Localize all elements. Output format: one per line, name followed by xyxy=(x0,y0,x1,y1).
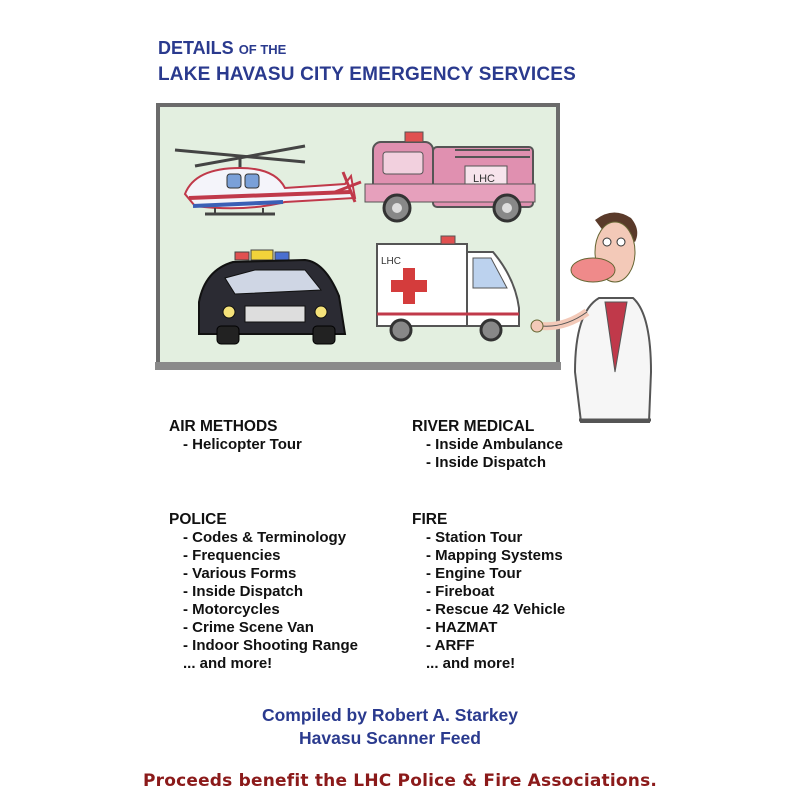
illustration: LHC LHC xyxy=(155,102,653,423)
list-item: - Inside Ambulance xyxy=(426,436,563,453)
whiteboard-ledge xyxy=(155,362,561,370)
list-item: - Rescue 42 Vehicle xyxy=(426,601,566,618)
river-medical-heading: RIVER MEDICAL xyxy=(412,418,535,435)
ambulance-icon: LHC xyxy=(376,235,520,342)
police-heading: POLICE xyxy=(169,511,227,528)
list-item: - Inside Dispatch xyxy=(426,454,547,471)
police-section: POLICE - Codes & Terminology - Frequenci… xyxy=(169,511,358,673)
whiteboard-illustration: LHC LHC xyxy=(155,103,653,423)
list-item: - ARFF xyxy=(426,637,475,654)
footer-note: Proceeds benefit the LHC Police & Fire A… xyxy=(142,771,658,791)
list-item: - Indoor Shooting Range xyxy=(183,637,358,654)
list-item: - Various Forms xyxy=(183,565,297,582)
air-methods-heading: AIR METHODS xyxy=(169,418,278,435)
air-methods-section: AIR METHODS - Helicopter Tour xyxy=(169,418,302,454)
fire-heading: FIRE xyxy=(412,511,448,528)
list-item: - Station Tour xyxy=(426,529,523,546)
compiled-by: Compiled by Robert A. Starkey xyxy=(261,705,519,725)
list-item: - Helicopter Tour xyxy=(183,436,302,453)
list-item: - Crime Scene Van xyxy=(183,619,314,636)
fire-section: FIRE - Station Tour - Mapping Systems - … xyxy=(412,511,565,673)
police-more: ... and more! xyxy=(183,655,273,672)
title-of-the: OF THE xyxy=(238,42,287,57)
page-title: DETAILS OF THE LAKE HAVASU CITY EMERGENC… xyxy=(158,36,576,87)
scanner-feed: Havasu Scanner Feed xyxy=(299,728,481,748)
list-item: - HAZMAT xyxy=(426,619,498,636)
river-medical-section: RIVER MEDICAL - Inside Ambulance - Insid… xyxy=(412,418,563,472)
list-item: - Inside Dispatch xyxy=(183,583,304,600)
presenter-character xyxy=(530,212,653,423)
credits: Compiled by Robert A. Starkey Havasu Sca… xyxy=(0,704,800,750)
list-item: - Mapping Systems xyxy=(426,547,563,564)
list-item: - Motorcycles xyxy=(183,601,280,618)
title-details: DETAILS xyxy=(158,38,234,58)
fire-more: ... and more! xyxy=(426,655,516,672)
list-item: - Fireboat xyxy=(426,583,495,600)
list-item: - Codes & Terminology xyxy=(183,529,347,546)
fire-truck-label: LHC xyxy=(473,173,495,185)
fire-truck-icon: LHC xyxy=(364,131,536,223)
ambulance-label: LHC xyxy=(381,256,401,267)
helicopter-icon xyxy=(174,144,362,216)
list-item: - Engine Tour xyxy=(426,565,522,582)
title-lake-havasu: LAKE HAVASU CITY EMERGENCY SERVICES xyxy=(158,64,577,85)
police-car-icon xyxy=(198,249,347,345)
list-item: - Frequencies xyxy=(183,547,281,564)
